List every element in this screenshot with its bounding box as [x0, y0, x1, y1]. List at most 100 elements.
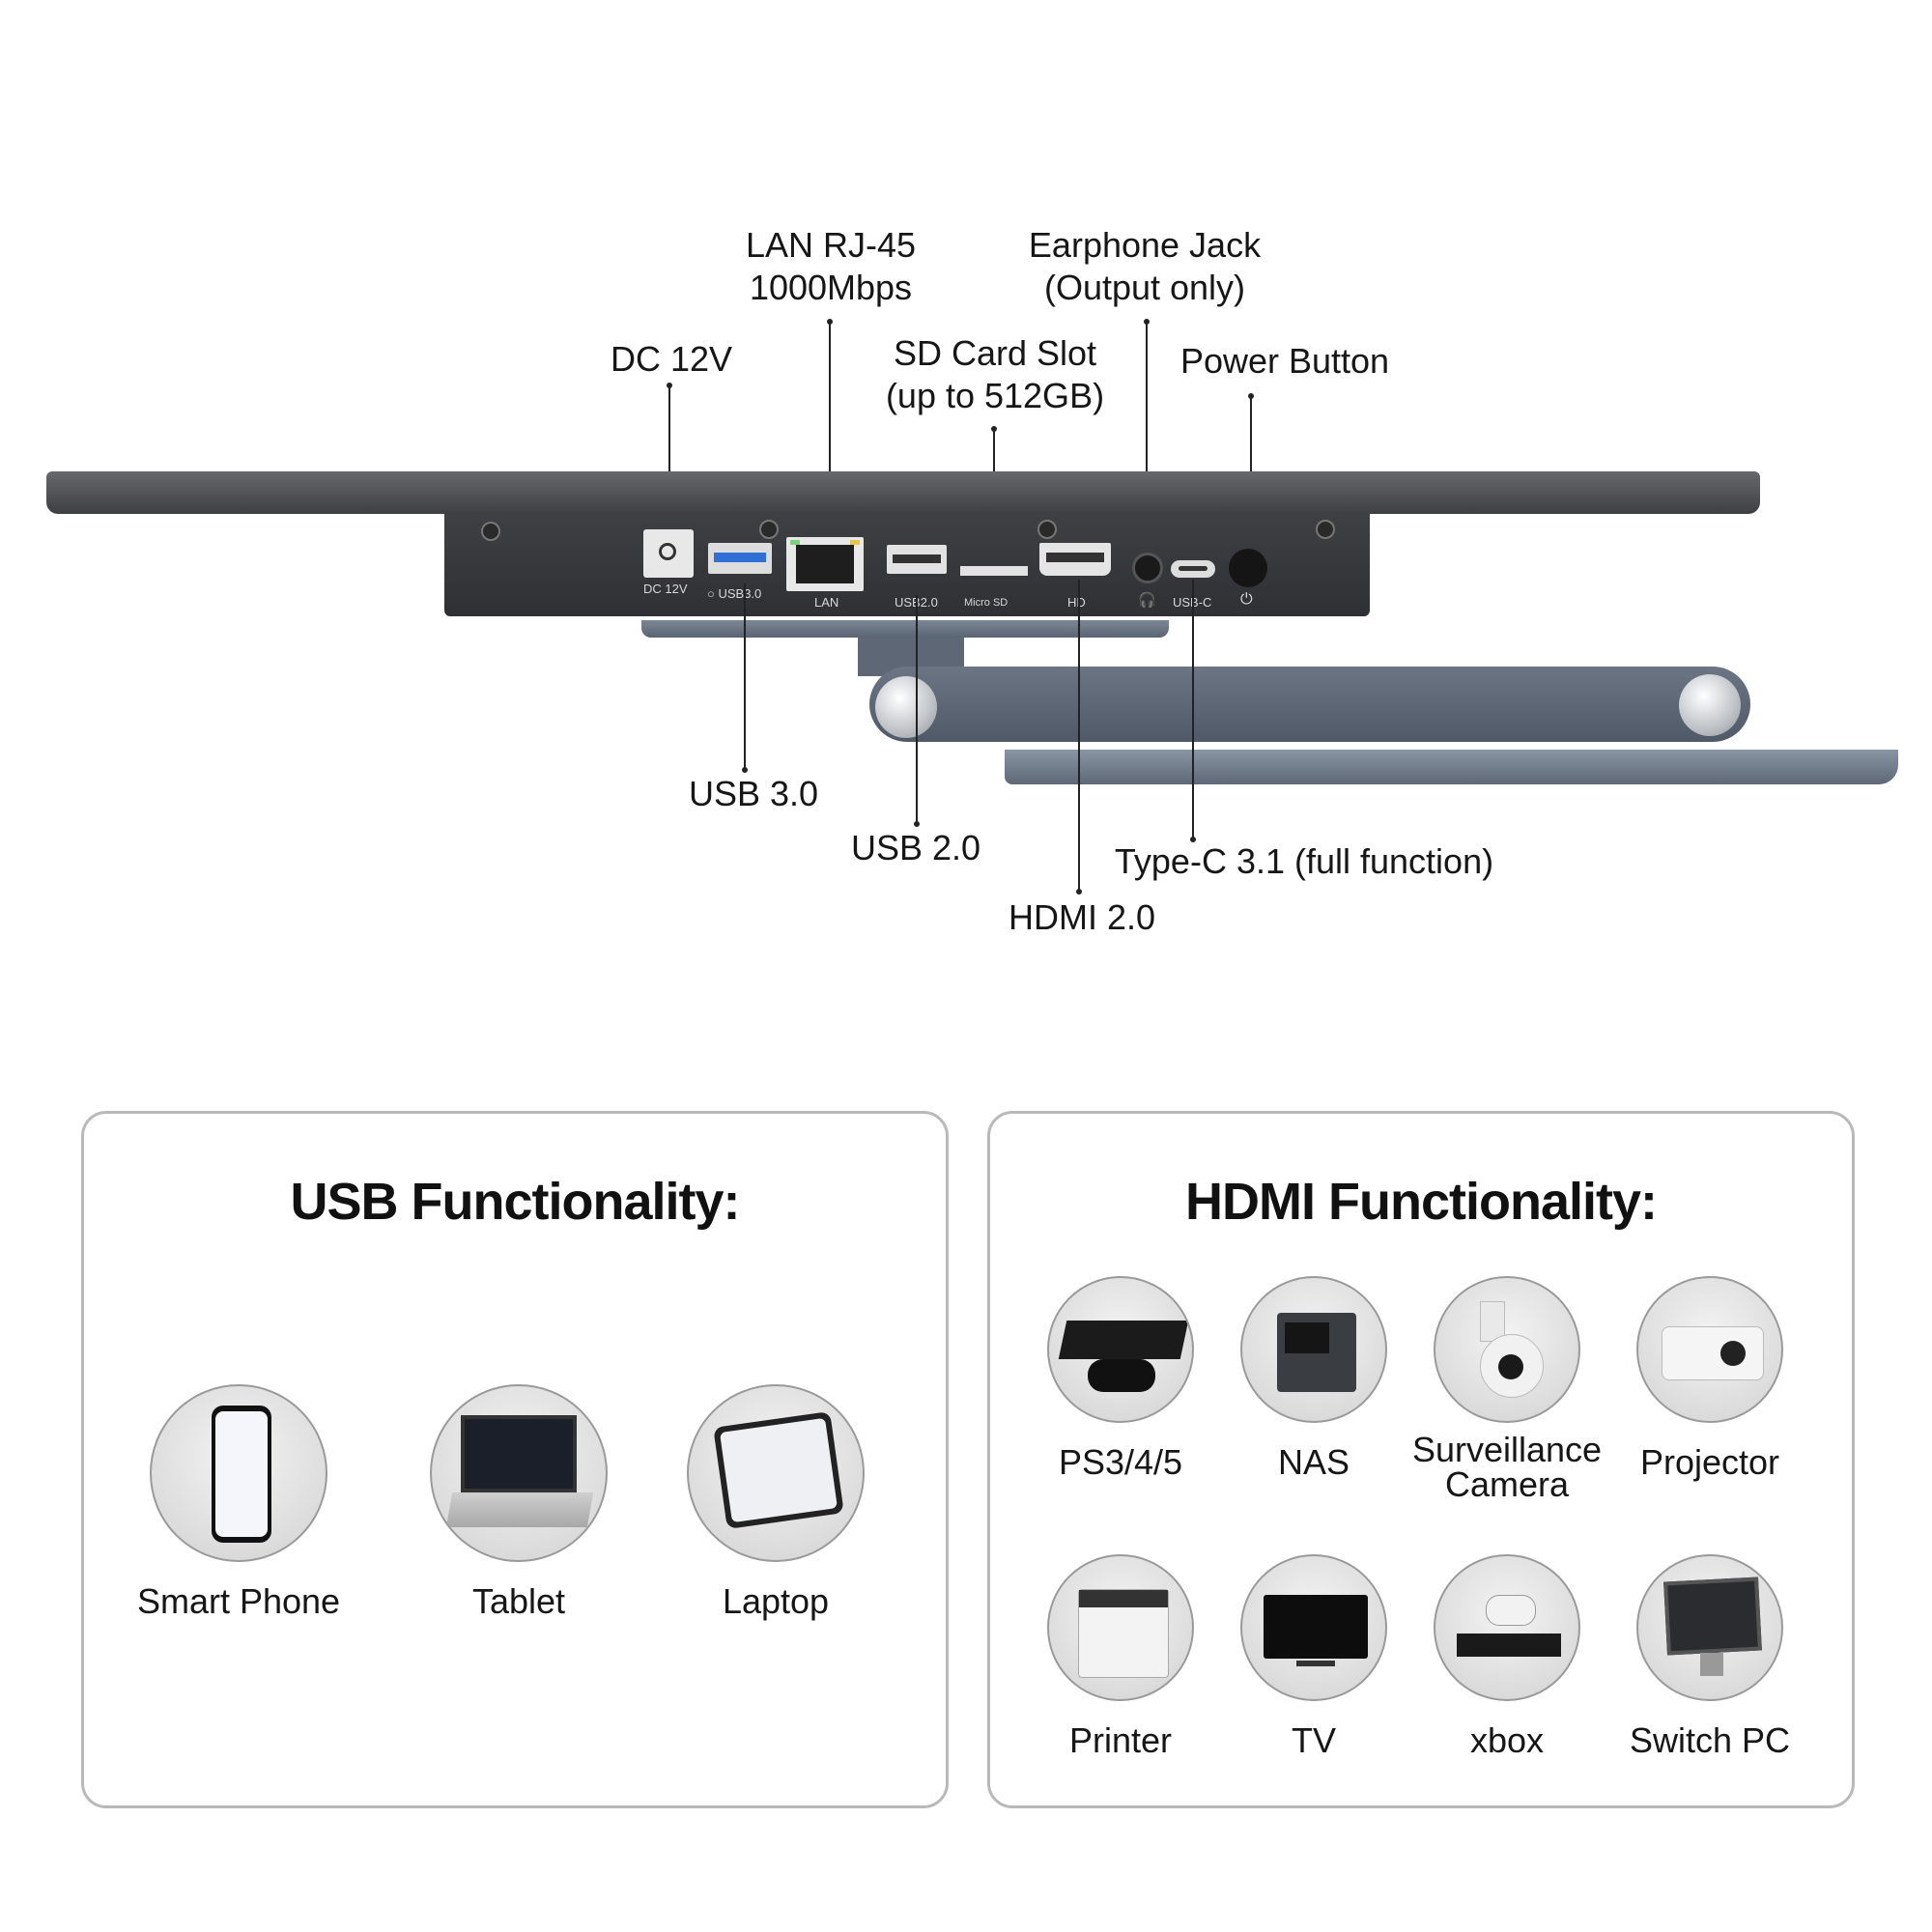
- device-label: Projector: [1639, 1442, 1780, 1482]
- stand-base: [1005, 750, 1898, 784]
- usb2-port-insert: [893, 554, 941, 563]
- leader-earphone: [1146, 321, 1148, 564]
- screw-icon: [481, 522, 500, 541]
- leader-dot-sd: [991, 426, 997, 432]
- device-label: Switch PC: [1629, 1720, 1791, 1760]
- dc-port: [643, 529, 694, 578]
- usb-panel-title: USB Functionality:: [290, 1173, 741, 1231]
- hdmi-device-ps: PS3/4/5: [1034, 1276, 1208, 1481]
- leader-lan: [829, 321, 831, 526]
- callout-dc-12v: DC 12V: [610, 339, 733, 379]
- port-label-microsd: Micro SD: [964, 597, 1009, 609]
- leader-dc: [668, 384, 670, 529]
- laptop-keyboard: [445, 1492, 594, 1527]
- port-label-dc: DC 12V: [643, 582, 688, 596]
- usbc-port: [1171, 560, 1215, 578]
- leader-hdmi: [1078, 580, 1080, 891]
- callout-typec: Type-C 3.1 (full function): [1114, 841, 1494, 881]
- display-panel-edge: [46, 471, 1760, 514]
- device-label: xbox: [1469, 1720, 1545, 1760]
- device-label: Printer: [1068, 1720, 1173, 1760]
- game-console-icon: [1047, 1276, 1194, 1423]
- tablet-screen: [719, 1417, 838, 1523]
- hdmi-functionality-panel: HDMI Functionality: PS3/4/5 NAS Surveill…: [987, 1111, 1855, 1808]
- stand-hinge-right: [1679, 674, 1741, 736]
- callout-sd-card: SD Card Slot (up to 512GB): [885, 333, 1105, 415]
- stand-hinge-left: [875, 676, 937, 738]
- nas-body: [1277, 1313, 1356, 1392]
- screw-icon: [759, 520, 779, 539]
- device-label: PS3/4/5: [1058, 1442, 1183, 1482]
- leader-dot-typec: [1190, 837, 1196, 842]
- headphone-icon: 🎧: [1138, 592, 1156, 609]
- hdmi-device-printer: Printer: [1034, 1554, 1208, 1759]
- monitor-icon: [1636, 1554, 1783, 1701]
- callout-earphone-jack: Earphone Jack (Output only): [1028, 225, 1262, 307]
- hdmi-device-projector: Projector: [1613, 1276, 1806, 1481]
- projector-icon: [1636, 1276, 1783, 1423]
- lan-port: [786, 537, 864, 591]
- device-label: NAS: [1277, 1442, 1350, 1482]
- device-label: Laptop: [722, 1581, 830, 1621]
- laptop-screen: [461, 1415, 577, 1492]
- callout-power-button: Power Button: [1179, 341, 1390, 381]
- security-camera-icon: [1434, 1276, 1580, 1423]
- lan-led-icon: [850, 540, 860, 545]
- lan-led-icon: [790, 540, 800, 545]
- leader-typec: [1192, 580, 1194, 838]
- projector-lens: [1720, 1341, 1746, 1366]
- usb-functionality-panel: USB Functionality: Smart Phone Tablet La…: [81, 1111, 949, 1808]
- earphone-jack: [1132, 553, 1163, 583]
- xbox-console: [1457, 1634, 1561, 1657]
- smartphone-icon: [150, 1384, 327, 1562]
- power-button: [1229, 549, 1267, 587]
- leader-dot-power: [1248, 393, 1254, 399]
- leader-dot-hdmi: [1076, 889, 1082, 895]
- leader-usb2: [916, 595, 918, 823]
- dc-port-hole-icon: [659, 543, 676, 560]
- monitor-stand: [1700, 1653, 1723, 1676]
- port-label-usb3: ○ USB3.0: [707, 586, 762, 601]
- leader-dot-usb2: [914, 821, 920, 827]
- hdmi-device-xbox: xbox: [1420, 1554, 1594, 1759]
- laptop-icon: [430, 1384, 608, 1562]
- device-label: Tablet: [471, 1581, 566, 1621]
- phone-screen: [215, 1411, 268, 1537]
- usb-device-laptop: Laptop: [660, 1384, 892, 1620]
- device-label: Smart Phone: [136, 1581, 341, 1621]
- usb-device-smart-phone: Smart Phone: [123, 1384, 355, 1620]
- hdmi-port: [1039, 543, 1111, 576]
- microsd-slot: [960, 566, 1028, 576]
- stand-arm: [869, 667, 1750, 742]
- tv-icon: [1240, 1554, 1387, 1701]
- screw-icon: [1037, 520, 1057, 539]
- callout-usb2: USB 2.0: [850, 828, 981, 867]
- usb3-port: [708, 543, 772, 574]
- power-icon: ⏻: [1240, 591, 1253, 608]
- tablet-icon: [687, 1384, 865, 1562]
- nas-icon: [1240, 1276, 1387, 1423]
- console-body: [1058, 1321, 1189, 1359]
- hdmi-device-nas: NAS: [1227, 1276, 1401, 1481]
- leader-dot-dc: [667, 383, 672, 388]
- device-label: TV: [1291, 1720, 1336, 1760]
- printer-body: [1078, 1589, 1169, 1678]
- stand-mount-plate: [641, 620, 1169, 638]
- tv-screen: [1264, 1595, 1368, 1659]
- tablet-body: [713, 1411, 844, 1529]
- leader-dot-earphone: [1144, 319, 1150, 325]
- usb3-port-insert: [714, 553, 766, 562]
- hdmi-device-switch-pc: Switch PC: [1613, 1554, 1806, 1759]
- usb2-port: [887, 545, 947, 574]
- port-label-hd: HD: [1067, 595, 1086, 610]
- tv-stand: [1296, 1661, 1335, 1666]
- device-label: Surveillance Camera: [1411, 1430, 1603, 1504]
- hdmi-port-insert: [1046, 553, 1104, 562]
- hdmi-device-surveillance-camera: Surveillance Camera: [1410, 1276, 1604, 1502]
- port-label-lan: LAN: [814, 595, 839, 610]
- hdmi-device-tv: TV: [1227, 1554, 1401, 1759]
- printer-top: [1079, 1590, 1168, 1607]
- usbc-port-insert: [1179, 566, 1208, 571]
- nas-screen: [1285, 1322, 1329, 1353]
- hdmi-panel-title: HDMI Functionality:: [1185, 1173, 1658, 1231]
